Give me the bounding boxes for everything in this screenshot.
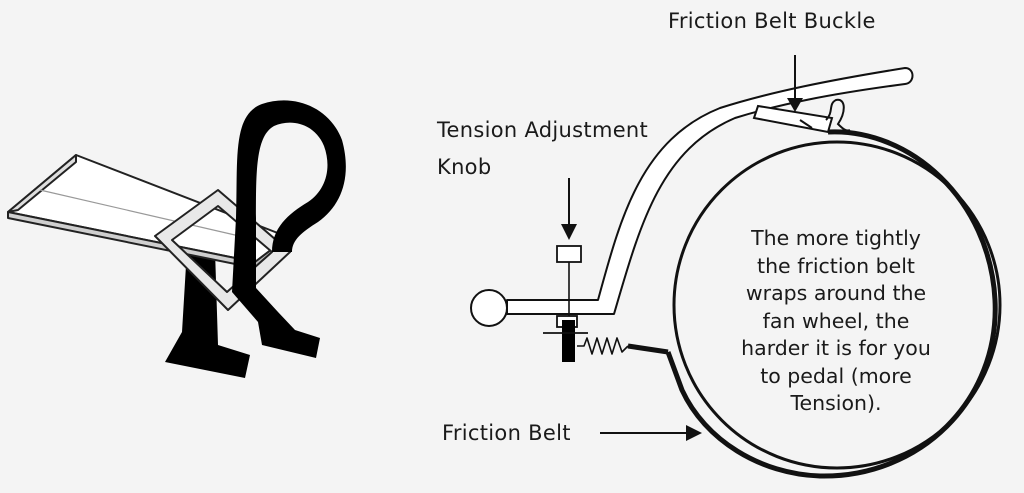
label-tension-adjustment: Tension Adjustment (437, 118, 649, 142)
knob-arrow (561, 178, 577, 240)
belt-tail (627, 343, 669, 355)
caption-line: The more tightly (751, 226, 921, 250)
belt-arrow (600, 425, 702, 441)
caption-line: fan wheel, the (762, 308, 910, 333)
caption-line: to pedal (more (760, 363, 912, 388)
caption-line: Tension). (790, 391, 882, 415)
buckle-arrow (787, 55, 803, 112)
tension-caption: The more tightly the friction belt wraps… (716, 225, 956, 418)
belt-buckle-clip (752, 98, 851, 134)
friction-belt-strip (665, 129, 998, 479)
label-friction-belt-buckle: Friction Belt Buckle (668, 9, 876, 33)
caption-line: harder it is for you (741, 336, 931, 360)
fan-wheel-assembly (470, 67, 1002, 479)
tension-adjustment-knob (543, 245, 588, 362)
label-friction-belt: Friction Belt (442, 421, 571, 445)
fan-wheel (672, 140, 1002, 470)
tension-spring (577, 337, 629, 355)
belt-buckle-illustration (7, 100, 346, 378)
pivot-ball (470, 289, 508, 327)
label-knob: Knob (437, 155, 492, 179)
belt-front-loop (232, 100, 346, 358)
caption-line: wraps around the (745, 281, 927, 305)
frame-arm (506, 67, 914, 315)
caption-line: the friction belt (757, 253, 915, 278)
